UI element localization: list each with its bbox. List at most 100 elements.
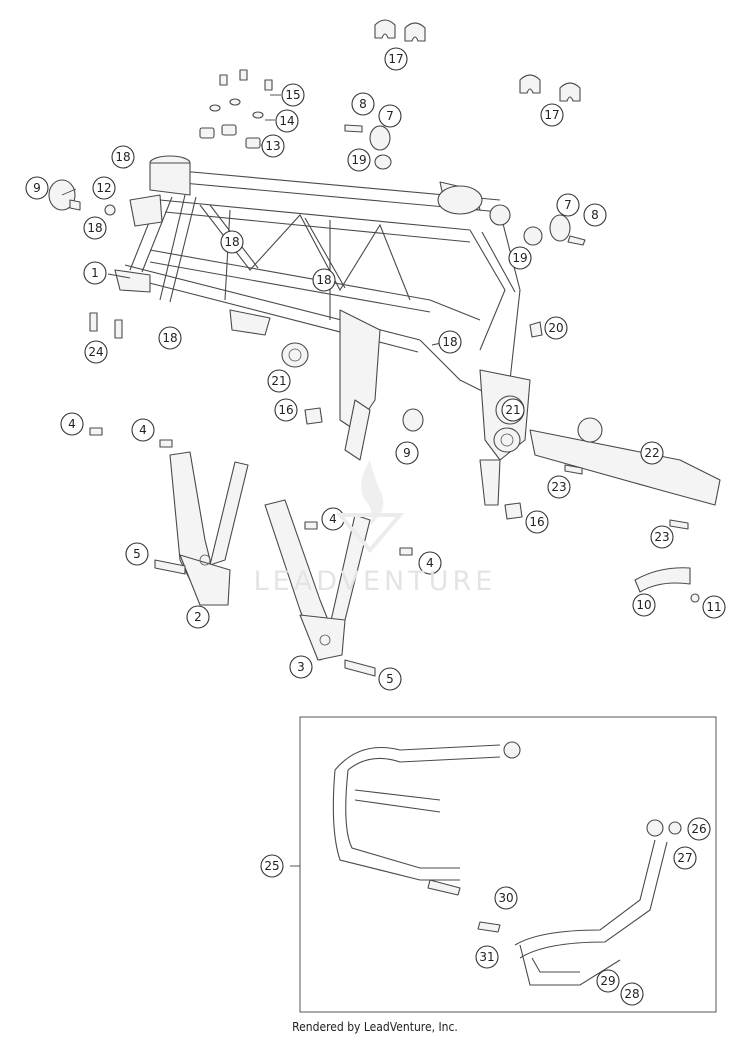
callout-27[interactable]: 27	[673, 846, 697, 870]
callout-28[interactable]: 28	[620, 982, 644, 1006]
svg-text:25: 25	[264, 859, 279, 873]
callout-8[interactable]: 8	[351, 92, 375, 116]
callout-22[interactable]: 22	[640, 441, 664, 465]
callout-4[interactable]: 4	[131, 418, 155, 442]
callout-9[interactable]: 9	[25, 176, 49, 200]
svg-text:21: 21	[505, 403, 520, 417]
callout-25[interactable]: 25	[260, 854, 284, 878]
svg-text:23: 23	[654, 530, 669, 544]
callout-18[interactable]: 18	[83, 216, 107, 240]
callout-31[interactable]: 31	[475, 945, 499, 969]
svg-text:4: 4	[139, 423, 147, 437]
footer-credit: Rendered by LeadVenture, Inc.	[292, 1020, 458, 1034]
callout-16[interactable]: 16	[525, 510, 549, 534]
svg-text:11: 11	[706, 600, 721, 614]
svg-text:23: 23	[551, 480, 566, 494]
svg-text:18: 18	[87, 221, 102, 235]
crash-bar-inset	[299, 716, 717, 1013]
svg-text:8: 8	[591, 208, 599, 222]
callout-12[interactable]: 12	[92, 176, 116, 200]
watermark-logo-icon	[335, 460, 405, 554]
callout-18[interactable]: 18	[158, 326, 182, 350]
callout-18[interactable]: 18	[111, 145, 135, 169]
svg-text:7: 7	[564, 198, 572, 212]
callout-4[interactable]: 4	[60, 412, 84, 436]
callout-2[interactable]: 2	[186, 605, 210, 629]
svg-text:28: 28	[624, 987, 639, 1001]
callout-4[interactable]: 4	[418, 551, 442, 575]
svg-text:24: 24	[88, 345, 103, 359]
callout-19[interactable]: 19	[347, 148, 371, 172]
svg-text:18: 18	[224, 235, 239, 249]
callout-8[interactable]: 8	[583, 203, 607, 227]
svg-text:19: 19	[351, 153, 366, 167]
callout-19[interactable]: 19	[508, 246, 532, 270]
svg-text:4: 4	[68, 417, 76, 431]
callout-11[interactable]: 11	[702, 595, 726, 619]
callout-30[interactable]: 30	[494, 886, 518, 910]
svg-text:20: 20	[548, 321, 563, 335]
svg-text:14: 14	[279, 114, 294, 128]
callout-18[interactable]: 18	[220, 230, 244, 254]
svg-text:26: 26	[691, 822, 706, 836]
callout-15[interactable]: 15	[281, 83, 305, 107]
callout-5[interactable]: 5	[125, 542, 149, 566]
svg-text:18: 18	[115, 150, 130, 164]
svg-text:18: 18	[442, 335, 457, 349]
watermark-text: LEADVENTURE	[253, 566, 497, 597]
stand-brackets	[89, 427, 413, 677]
svg-text:5: 5	[133, 547, 141, 561]
svg-text:21: 21	[271, 374, 286, 388]
svg-text:18: 18	[316, 273, 331, 287]
svg-text:17: 17	[544, 108, 559, 122]
svg-text:2: 2	[194, 610, 202, 624]
svg-text:16: 16	[278, 403, 293, 417]
callout-9[interactable]: 9	[395, 441, 419, 465]
svg-text:27: 27	[677, 851, 692, 865]
svg-text:22: 22	[644, 446, 659, 460]
svg-text:7: 7	[386, 109, 394, 123]
svg-text:29: 29	[600, 974, 615, 988]
callout-16[interactable]: 16	[274, 398, 298, 422]
callout-24[interactable]: 24	[84, 340, 108, 364]
svg-text:8: 8	[359, 97, 367, 111]
callout-7[interactable]: 7	[556, 193, 580, 217]
svg-text:4: 4	[426, 556, 434, 570]
callout-18[interactable]: 18	[312, 268, 336, 292]
svg-text:30: 30	[498, 891, 513, 905]
callout-23[interactable]: 23	[650, 525, 674, 549]
callout-1[interactable]: 1	[83, 261, 107, 285]
callout-3[interactable]: 3	[289, 655, 313, 679]
callout-13[interactable]: 13	[261, 134, 285, 158]
svg-text:12: 12	[96, 181, 111, 195]
callout-5[interactable]: 5	[378, 667, 402, 691]
callout-21[interactable]: 21	[267, 369, 291, 393]
svg-text:17: 17	[388, 52, 403, 66]
callout-23[interactable]: 23	[547, 475, 571, 499]
small-parts	[48, 19, 721, 603]
callout-10[interactable]: 10	[632, 593, 656, 617]
svg-text:9: 9	[33, 181, 41, 195]
callout-17[interactable]: 17	[384, 47, 408, 71]
svg-text:15: 15	[285, 88, 300, 102]
main-frame	[114, 155, 531, 506]
callout-20[interactable]: 20	[544, 316, 568, 340]
callout-18[interactable]: 18	[438, 330, 462, 354]
callout-14[interactable]: 14	[275, 109, 299, 133]
svg-text:9: 9	[403, 446, 411, 460]
svg-text:1: 1	[91, 266, 99, 280]
callout-21[interactable]: 21	[501, 398, 525, 422]
callout-17[interactable]: 17	[540, 103, 564, 127]
svg-text:18: 18	[162, 331, 177, 345]
svg-text:3: 3	[297, 660, 305, 674]
callout-26[interactable]: 26	[687, 817, 711, 841]
svg-text:10: 10	[636, 598, 651, 612]
svg-text:19: 19	[512, 251, 527, 265]
callout-29[interactable]: 29	[596, 969, 620, 993]
callout-7[interactable]: 7	[378, 104, 402, 128]
svg-text:4: 4	[329, 512, 337, 526]
callouts: 17 17 15 14 13 8 7 19 18 9 12 18 18 1 18…	[25, 47, 726, 1006]
svg-text:16: 16	[529, 515, 544, 529]
svg-text:31: 31	[479, 950, 494, 964]
